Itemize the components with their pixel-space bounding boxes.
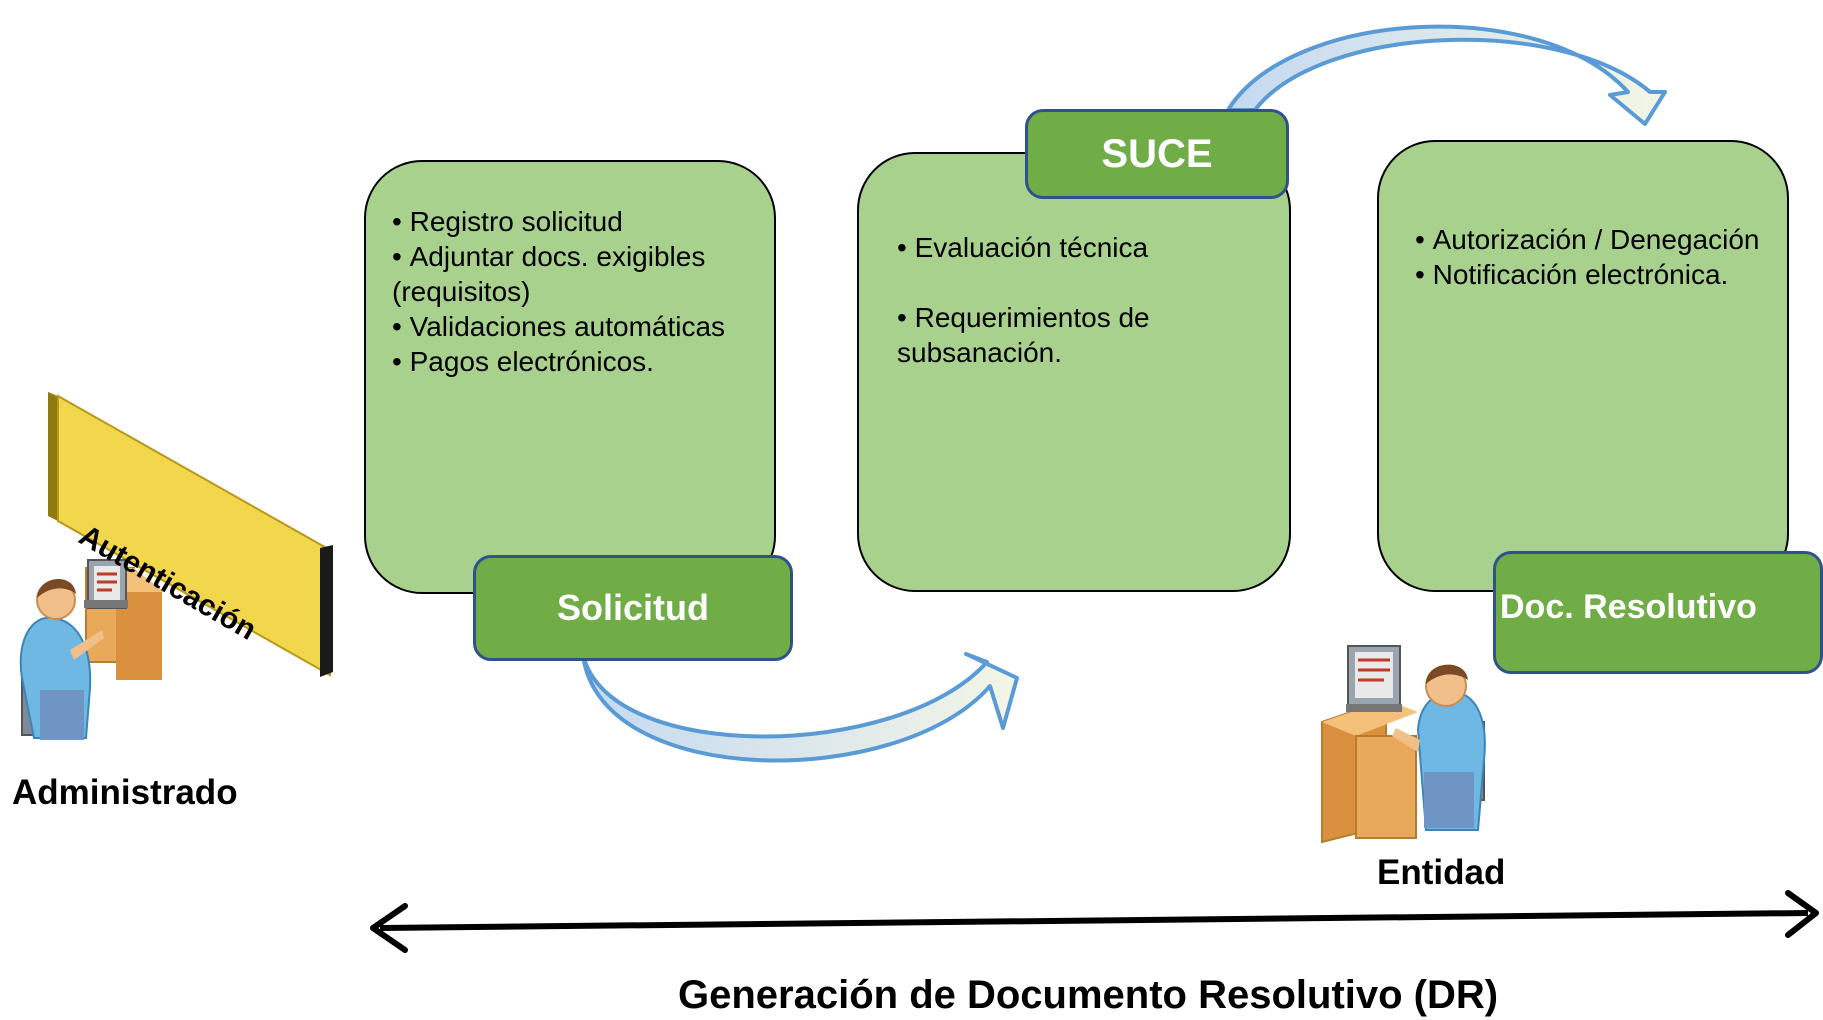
list-item: Notificación electrónica. bbox=[1415, 257, 1775, 292]
stage-box-doc-resolutivo: Autorización / Denegación Notificación e… bbox=[1377, 140, 1789, 592]
administrado-user-icon bbox=[19, 559, 164, 740]
tag-suce: SUCE bbox=[1025, 109, 1289, 199]
list-item: Autorización / Denegación bbox=[1415, 222, 1775, 257]
tag-doc-resolutivo: Doc. Resolutivo bbox=[1493, 551, 1823, 674]
user-label-administrado: Administrado bbox=[12, 773, 238, 812]
list-item: Requerimientos de subsanación. bbox=[897, 300, 1277, 370]
timeline-caption: Generación de Documento Resolutivo (DR) bbox=[678, 973, 1499, 1017]
stage-solicitud-list: Registro solicitud Adjuntar docs. exigib… bbox=[392, 204, 762, 379]
curved-arrow-solicitud-to-suce bbox=[581, 652, 1019, 763]
user-label-entidad: Entidad bbox=[1377, 853, 1506, 892]
list-item: Registro solicitud bbox=[392, 204, 762, 239]
list-item: Adjuntar docs. exigibles (requisitos) bbox=[392, 239, 762, 309]
stage-box-solicitud: Registro solicitud Adjuntar docs. exigib… bbox=[364, 160, 776, 594]
stage-box-suce: Evaluación técnica Requerimientos de sub… bbox=[857, 152, 1291, 592]
stage-suce-list: Evaluación técnica Requerimientos de sub… bbox=[897, 230, 1277, 370]
tag-solicitud: Solicitud bbox=[473, 555, 793, 661]
timeline-double-arrow bbox=[370, 890, 1819, 953]
list-item: Pagos electrónicos. bbox=[392, 344, 762, 379]
list-item: Validaciones automáticas bbox=[392, 309, 762, 344]
authentication-sign bbox=[48, 392, 333, 677]
entidad-user-icon bbox=[1321, 645, 1486, 844]
curved-arrow-suce-to-resolutivo bbox=[1226, 24, 1667, 126]
list-item: Evaluación técnica bbox=[897, 230, 1277, 265]
stage-resolutivo-list: Autorización / Denegación Notificación e… bbox=[1415, 222, 1775, 292]
